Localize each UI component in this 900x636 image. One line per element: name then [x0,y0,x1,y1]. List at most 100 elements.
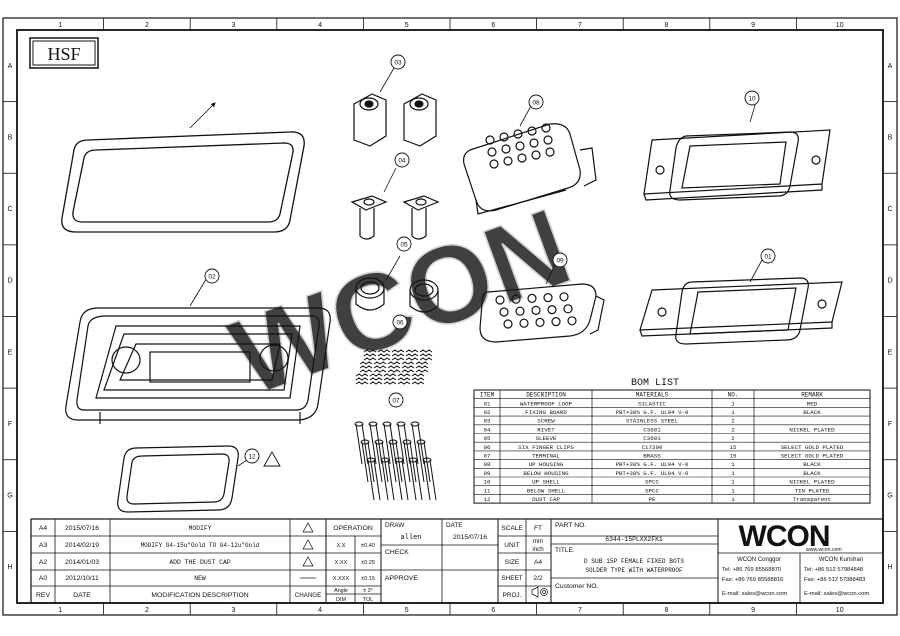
bom-cell: 2 [731,435,735,442]
row-label-right: B [888,134,893,141]
rev-row-4-date: 2012/10/11 [65,575,99,582]
column-label-bottom: 9 [751,607,755,614]
row-label-left: D [7,278,12,285]
approve-label: APPROVE [385,575,418,582]
column-label-top: 9 [751,22,755,29]
bom-cell: SLEEVE [536,435,557,442]
row-label-right: D [887,278,892,285]
rev-row-3-date: 2014/01/03 [65,559,99,566]
part-sleeves [355,255,439,313]
rev-header-date: DATE [73,592,91,599]
column-label-top: 3 [232,22,236,29]
balloon-label: 12 [248,453,256,460]
tol-row-1-label: X.X [336,543,345,549]
row-label-left: G [7,493,12,500]
bom-cell: 06 [484,444,491,451]
bom-cell: C3601 [643,426,661,433]
balloon-label: 09 [556,257,564,264]
bom-cell: 15 [730,453,737,460]
balloon-label: 01 [764,253,772,260]
bom-cell: Transparent [793,496,831,503]
column-label-top: 8 [665,22,669,29]
tolerance-header: OPERATION [333,525,373,532]
rev-header-change: CHANGE [295,592,321,599]
bom-header-cell: ITEM [480,392,495,399]
rev-row-1-rev: A4 [39,525,48,532]
bom-cell: PBT+30% G.F. UL94 V-0 [615,470,689,477]
tol-row-2-value: ±0.25 [361,560,375,566]
bom-cell: SCREW [537,418,555,425]
column-label-top: 2 [145,22,149,29]
column-label-top: 10 [836,22,844,29]
bom-cell: 03 [484,418,491,425]
company-left-email: E-mail: sales@wcon.com [722,591,787,597]
company-left-tel: Tel: +86 769 85568870 [722,567,781,573]
bom-cell: 1 [731,487,735,494]
date-label: DATE [446,522,463,529]
row-label-right: C [887,206,892,213]
title-block-text: A4 2015/07/16 MODIFY A3 2014/02/19 MODIF… [36,520,869,603]
row-label-left: A [8,63,13,70]
bom-cell: PE [649,496,656,503]
bom-cell: PBT+30% G.F. UL94 V-0 [615,409,689,416]
rev-header-rev: REV [36,592,50,599]
row-label-left: F [8,421,12,428]
part-below-housing [479,261,605,343]
column-label-bottom: 10 [836,607,844,614]
column-label-bottom: 1 [58,607,62,614]
rev-row-1-date: 2015/07/16 [65,525,99,532]
part-no-label: PART NO. [555,522,586,529]
company-right-fax: Fax: +86 512 57988483 [804,577,865,583]
part-screws [353,67,437,147]
draw-name: allen [400,534,421,542]
part-title-line-1: D SUB 15P FEMALE FIXED BOTS [584,558,685,565]
bom-cell: SILASTIC [638,400,666,407]
bom-cell: PBT+30% G.F. UL94 V-0 [615,461,689,468]
bom-cell: NICKEL PLATED [789,479,835,486]
draw-label: DRAW [385,522,405,529]
tol-row-3-label: X.XXX [333,576,350,582]
bom-cell: C17200 [642,444,663,451]
bom-cell: 08 [484,461,491,468]
bom-cell: C3601 [643,435,661,442]
column-label-top: 4 [318,22,322,29]
proj-label: PROJ. [503,592,522,599]
bom-cell: STAINLESS STEEL [626,418,679,425]
bom-cell: 11 [484,487,491,494]
company-left-fax: Fax: +86 769 85588816 [722,577,783,583]
balloon-label: 08 [532,99,540,106]
bom-cell: 02 [484,409,491,416]
column-label-bottom: 8 [665,607,669,614]
rev-row-2-rev: A3 [39,542,48,549]
company-logo: WCON [739,520,830,553]
bom-header-cell: NO. [728,392,739,399]
tol-row-3-value: ±0.15 [361,576,375,582]
balloon-label: 02 [208,273,216,280]
scale-label: SCALE [501,525,523,532]
unit-value-inch: inch [532,546,544,553]
tol-footer-tol: TOL [363,597,373,603]
bom-cell: SIX FINGER CLIPS [518,444,574,451]
bom-cell: BRASS [643,453,661,460]
part-terminals [354,421,437,501]
bom-cell: BELOW HOUSING [523,470,569,477]
bom-cell: 05 [484,435,491,442]
bom-cell: BLACK [803,409,821,416]
rev-row-3-desc: ADD THE DUST CAP [169,559,231,566]
bom-cell: 2 [731,426,735,433]
bom-cell: 10 [484,479,491,486]
row-label-right: A [888,63,893,70]
rev-header-desc: MODIFICATION DESCRIPTION [151,592,248,599]
size-label: SIZE [505,559,520,566]
company-website: www.wcon.com [806,547,842,553]
bom-cell: 2 [731,418,735,425]
balloon-label: 03 [394,59,402,66]
tol-row-1-value: ±0.40 [361,543,375,549]
part-no: 6344-15PLXX2FK1 [605,536,663,543]
row-label-left: C [7,206,12,213]
rev-row-4-rev: A0 [39,575,48,582]
part-rivets [350,167,440,240]
